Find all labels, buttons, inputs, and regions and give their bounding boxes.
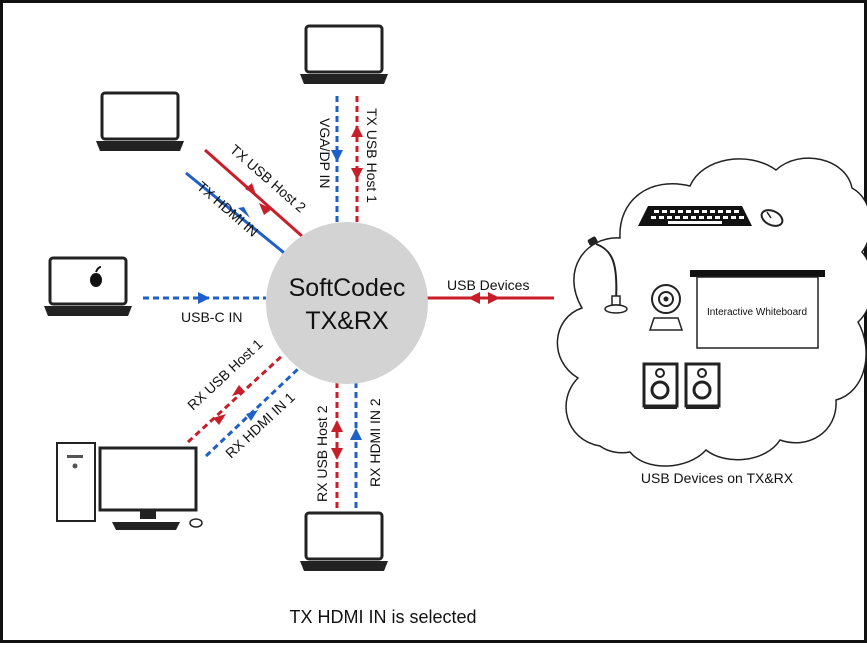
laptop-icon	[42, 256, 134, 318]
keyboard-icon	[638, 206, 752, 226]
label-rx-usb-host-2: RX USB Host 2	[314, 405, 330, 502]
hub-subtitle: TX&RX	[305, 307, 389, 335]
whiteboard-label: Interactive Whiteboard	[707, 307, 807, 318]
label-vga-dp-in: VGA/DP IN	[317, 118, 333, 189]
desktop-pc-icon	[56, 442, 203, 530]
apple-logo-icon	[90, 266, 102, 287]
whiteboard-icon: Interactive Whiteboard	[690, 270, 825, 349]
softcodec-hub	[266, 222, 428, 384]
speaker-icon	[684, 362, 721, 409]
hub-title: SoftCodec	[289, 274, 406, 302]
laptop-icon	[298, 511, 390, 573]
laptop-icon	[94, 91, 186, 153]
mouse-icon	[760, 209, 784, 227]
speaker-icon	[642, 362, 679, 409]
label-tx-usb-host-1: TX USB Host 1	[364, 108, 380, 203]
status-text: TX HDMI IN is selected	[289, 607, 476, 627]
cloud-caption: USB Devices on TX&RX	[641, 470, 794, 486]
microphone-icon	[587, 236, 628, 314]
label-rx-hdmi-in-2: RX HDMI IN 2	[367, 398, 383, 487]
label-usb-c-in: USB-C IN	[181, 309, 242, 325]
laptop-icon	[298, 24, 390, 86]
label-usb-devices: USB Devices	[447, 277, 529, 293]
webcam-icon	[648, 284, 684, 331]
